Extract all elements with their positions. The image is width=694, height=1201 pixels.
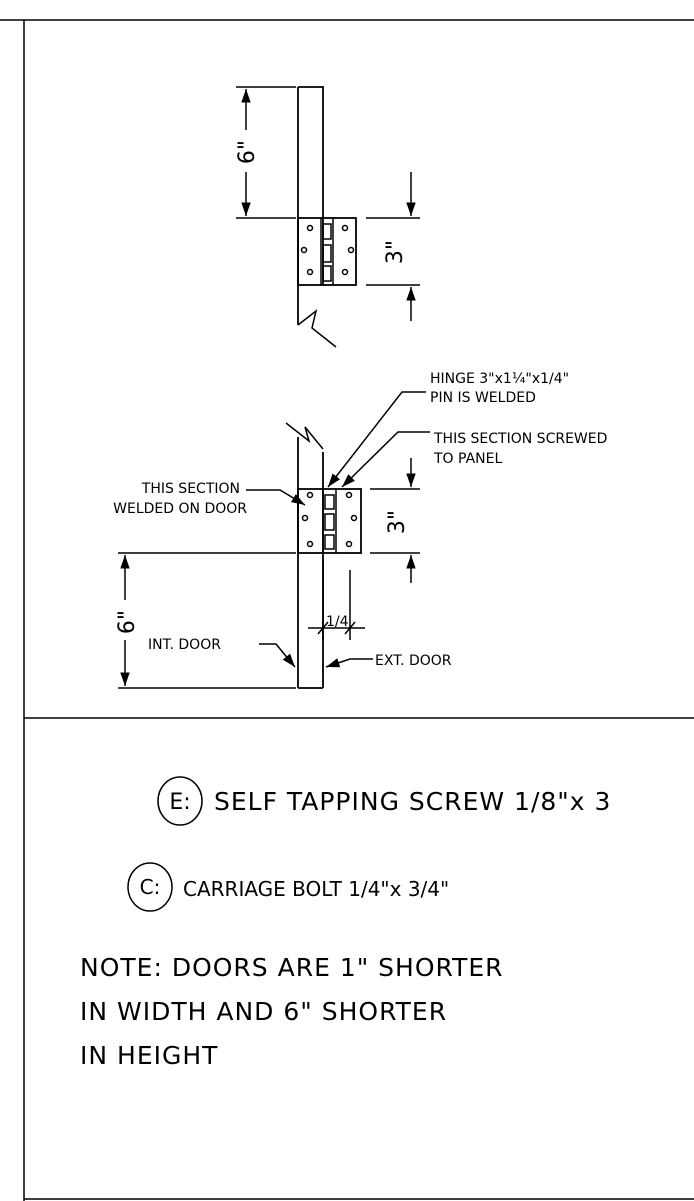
general-note: NOTE: DOORS ARE 1" SHORTER IN WIDTH AND … [80, 953, 504, 1070]
bottom-elevation: HINGE 3"x1¼"x1/4" PIN IS WELDED THIS SEC… [113, 371, 607, 689]
note-line2: IN WIDTH AND 6" SHORTER [80, 997, 447, 1026]
welded-note-line1: THIS SECTION [141, 481, 240, 497]
legend-item-c: C: CARRIAGE BOLT 1/4"x 3/4" [127, 862, 449, 912]
hinge-callout: HINGE 3"x1¼"x1/4" PIN IS WELDED [327, 371, 569, 488]
break-symbol-top [297, 309, 337, 348]
legend-text-e: SELF TAPPING SCREW 1/8"x 3 [214, 787, 611, 816]
hinge-note-line2: PIN IS WELDED [430, 390, 536, 406]
screwed-callout: THIS SECTION SCREWED TO PANEL [341, 431, 607, 488]
dim-6in-top-label: 6" [235, 140, 260, 164]
legend-text-c: CARRIAGE BOLT 1/4"x 3/4" [183, 877, 449, 901]
note-line3: IN HEIGHT [80, 1041, 218, 1070]
legend-item-e: E: SELF TAPPING SCREW 1/8"x 3 [157, 776, 611, 826]
top-elevation: 6" 3" [235, 86, 420, 348]
dim-gap-label: 1/4 [326, 614, 349, 630]
hinge-note-line1: HINGE 3"x1¼"x1/4" [430, 371, 569, 387]
door-stile-top [298, 86, 324, 285]
hinge-bottom [297, 488, 362, 554]
legend-key-c: C: [140, 875, 161, 899]
sheet-border [0, 19, 694, 1201]
screwed-note-line2: TO PANEL [433, 451, 502, 467]
int-door-label: INT. DOOR [148, 637, 221, 653]
break-symbol-bottom [285, 422, 324, 450]
hinge-top [297, 217, 357, 286]
dim-6in-top: 6" [235, 86, 296, 219]
dim-3in-top-label: 3" [383, 240, 408, 264]
dim-6in-bottom: 6" [115, 552, 296, 689]
note-line1: NOTE: DOORS ARE 1" SHORTER [80, 953, 504, 982]
legend: E: SELF TAPPING SCREW 1/8"x 3 C: CARRIAG… [127, 776, 611, 912]
screwed-note-line1: THIS SECTION SCREWED [433, 431, 607, 447]
ext-door-callout: EXT. DOOR [325, 653, 452, 669]
legend-key-e: E: [169, 790, 190, 815]
int-door-callout: INT. DOOR [148, 637, 296, 668]
dim-3in-bottom-label: 3" [385, 510, 410, 534]
dim-6in-bottom-label: 6" [115, 610, 140, 634]
welded-note-line2: WELDED ON DOOR [113, 501, 247, 517]
welded-callout: THIS SECTION WELDED ON DOOR [113, 481, 306, 517]
dim-3in-bottom: 3" [370, 458, 420, 583]
dim-gap: 1/4 [308, 560, 365, 640]
ext-door-label: EXT. DOOR [375, 653, 452, 669]
dim-3in-top: 3" [366, 172, 420, 321]
